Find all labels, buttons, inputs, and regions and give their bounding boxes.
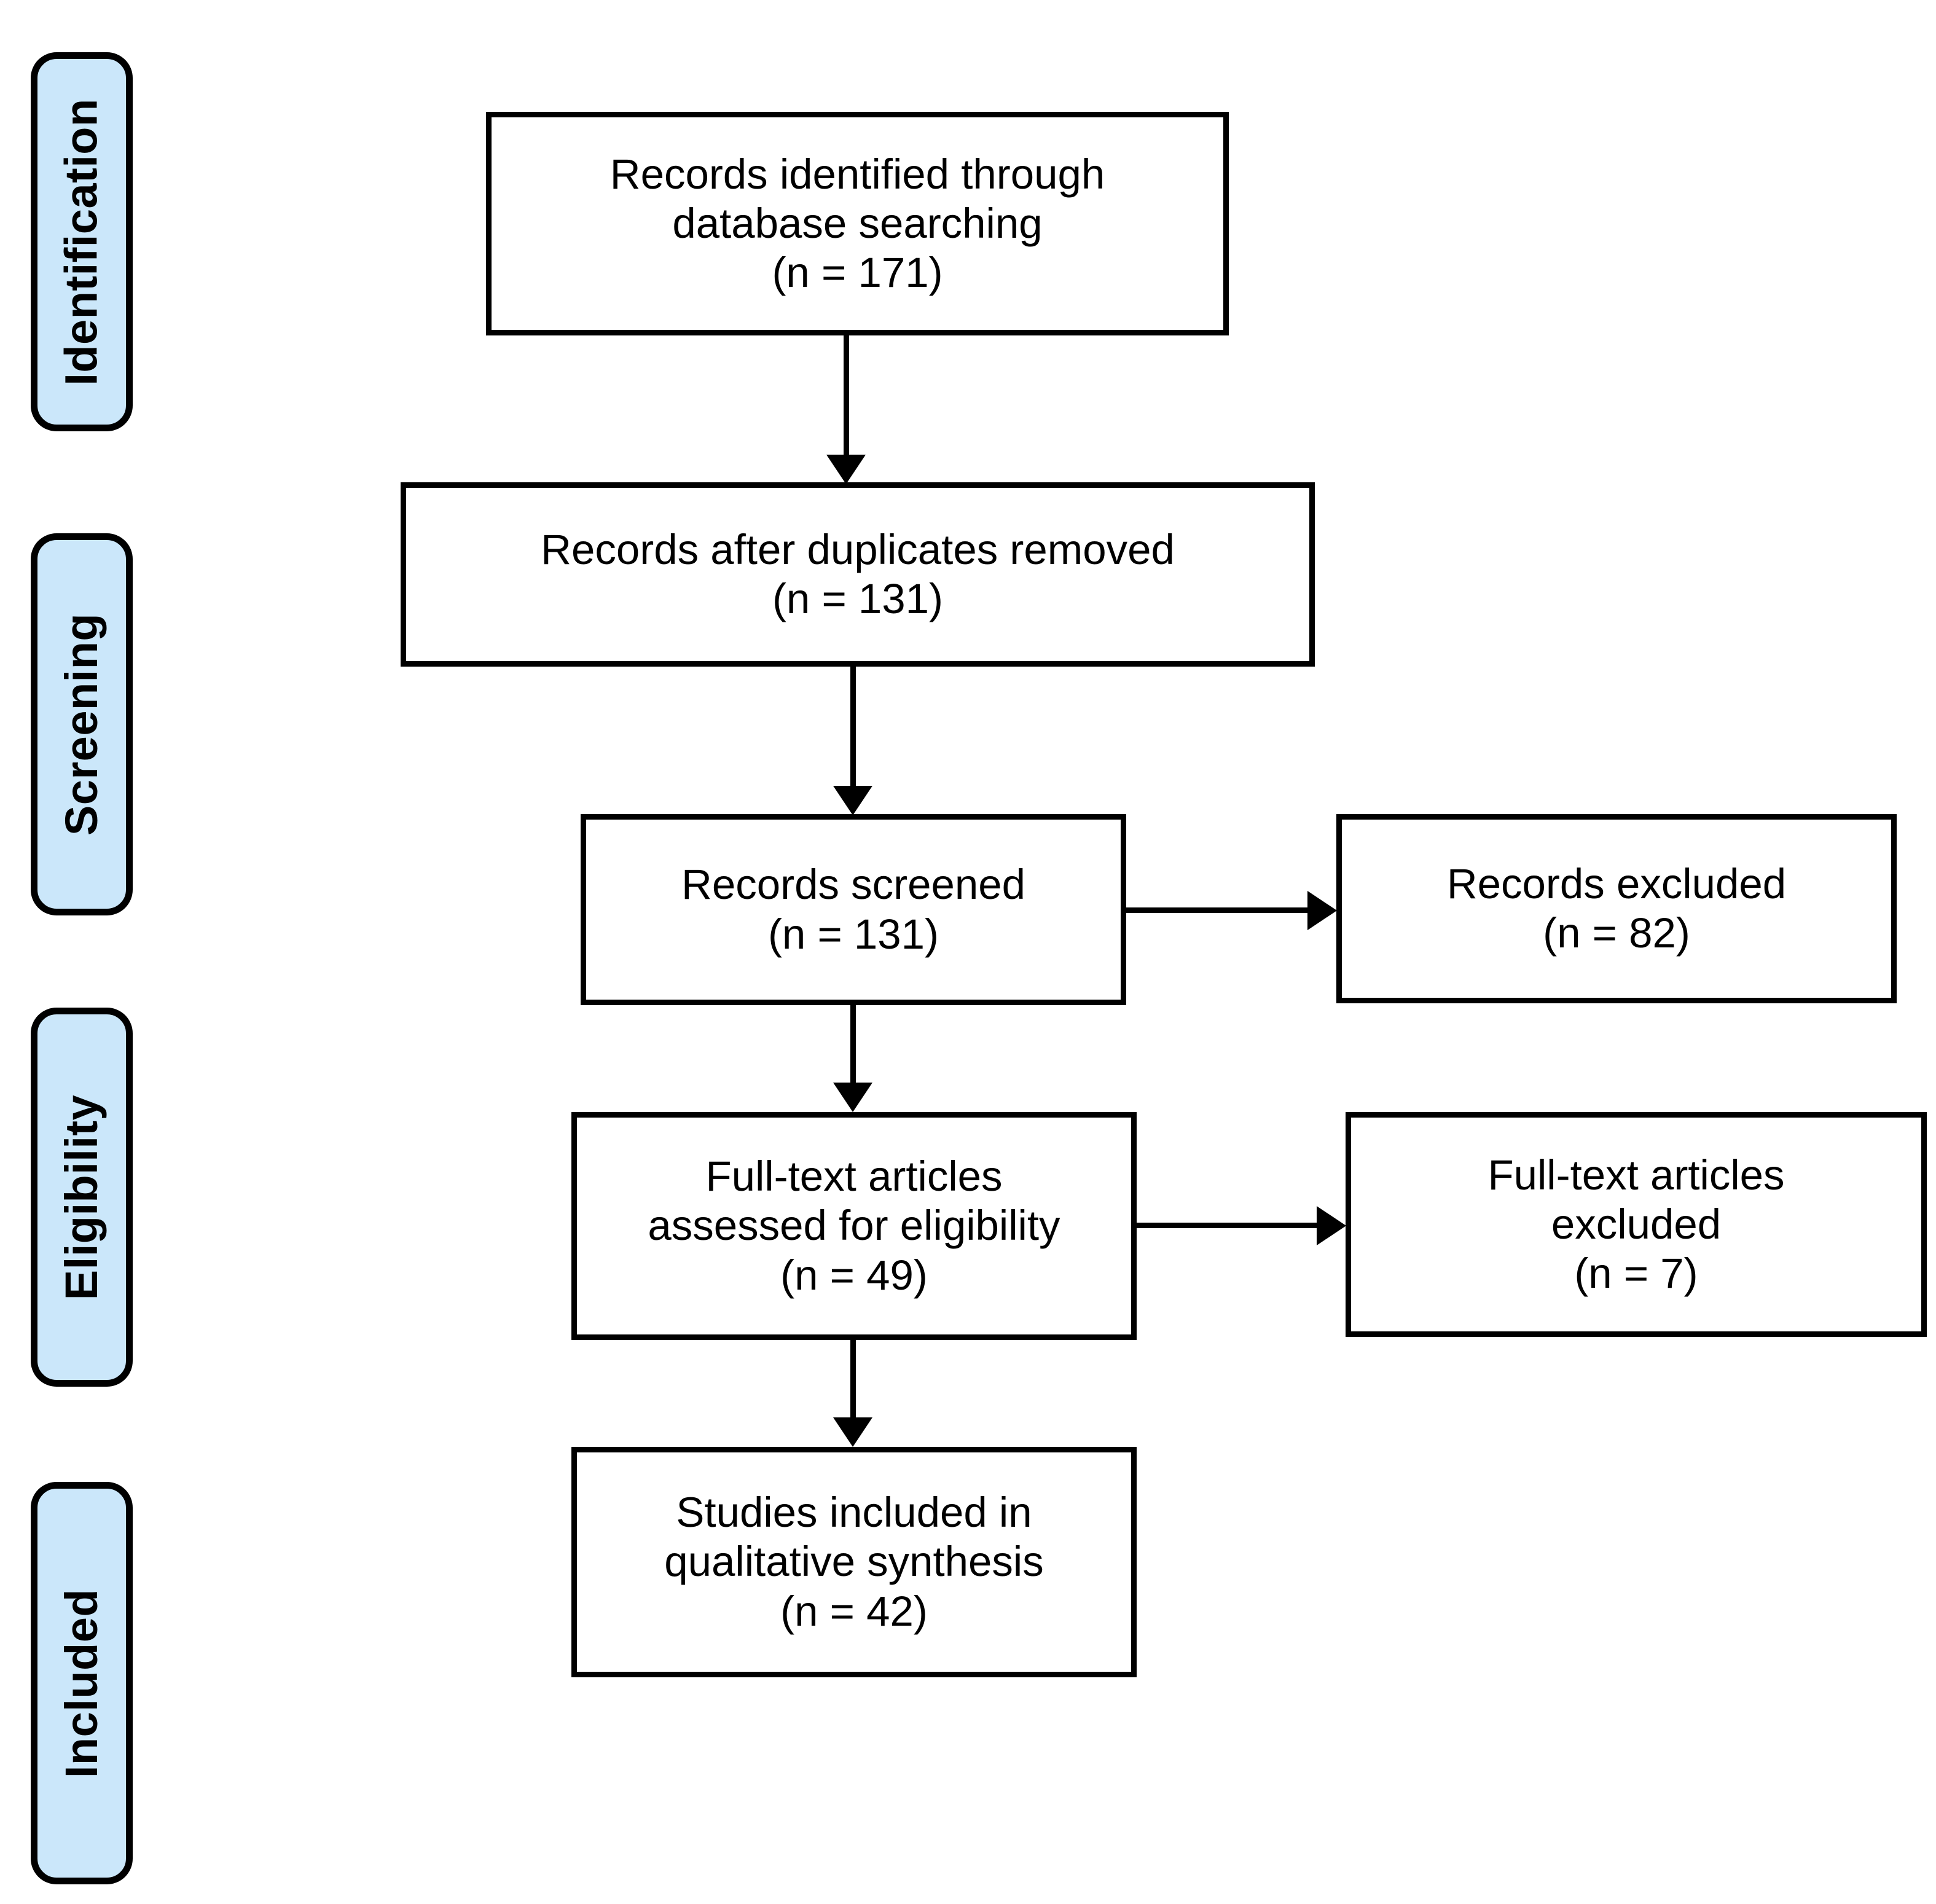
box-fulltext-assessed-text: Full-text articles assessed for eligibil…: [648, 1153, 1060, 1299]
connector-line: [850, 1005, 856, 1085]
box-fulltext-excluded: Full-text articles excluded (n = 7): [1346, 1112, 1927, 1337]
stage-label-eligibility-text: Eligibility: [56, 1094, 108, 1300]
box-records-excluded-text: Records excluded (n = 82): [1446, 860, 1787, 957]
arrow-head-down-icon: [833, 786, 872, 815]
stage-label-included-text: Included: [56, 1588, 107, 1778]
box-records-identified-text: Records identified through database sear…: [609, 150, 1105, 297]
box-records-after-duplicates-text: Records after duplicates removed (n = 13…: [541, 525, 1175, 622]
box-fulltext-excluded-text: Full-text articles excluded (n = 7): [1487, 1151, 1785, 1298]
connector-line: [850, 667, 856, 789]
box-records-excluded: Records excluded (n = 82): [1336, 814, 1897, 1003]
box-studies-included-text: Studies included in qualitative synthesi…: [664, 1489, 1044, 1635]
connector-line: [844, 335, 849, 458]
box-studies-included: Studies included in qualitative synthesi…: [571, 1447, 1137, 1677]
stage-label-identification-text: Identification: [56, 98, 108, 386]
connector-line: [1126, 907, 1311, 913]
arrow-head-down-icon: [833, 1083, 872, 1112]
box-records-screened-text: Records screened (n = 131): [681, 861, 1025, 958]
connector-line: [1137, 1223, 1320, 1228]
stage-label-included: Included: [31, 1482, 133, 1884]
box-records-after-duplicates: Records after duplicates removed (n = 13…: [401, 482, 1315, 667]
stage-label-screening-text: Screening: [56, 613, 108, 836]
arrow-head-right-icon: [1307, 891, 1337, 930]
arrow-head-down-icon: [833, 1417, 872, 1447]
arrow-head-down-icon: [826, 455, 866, 484]
stage-label-identification: Identification: [31, 52, 133, 431]
box-records-identified: Records identified through database sear…: [486, 112, 1229, 335]
stage-label-eligibility: Eligibility: [31, 1008, 133, 1387]
connector-line: [850, 1340, 856, 1420]
box-records-screened: Records screened (n = 131): [581, 814, 1126, 1005]
stage-label-screening: Screening: [31, 533, 133, 915]
arrow-head-right-icon: [1317, 1206, 1346, 1245]
box-fulltext-assessed: Full-text articles assessed for eligibil…: [571, 1112, 1137, 1340]
